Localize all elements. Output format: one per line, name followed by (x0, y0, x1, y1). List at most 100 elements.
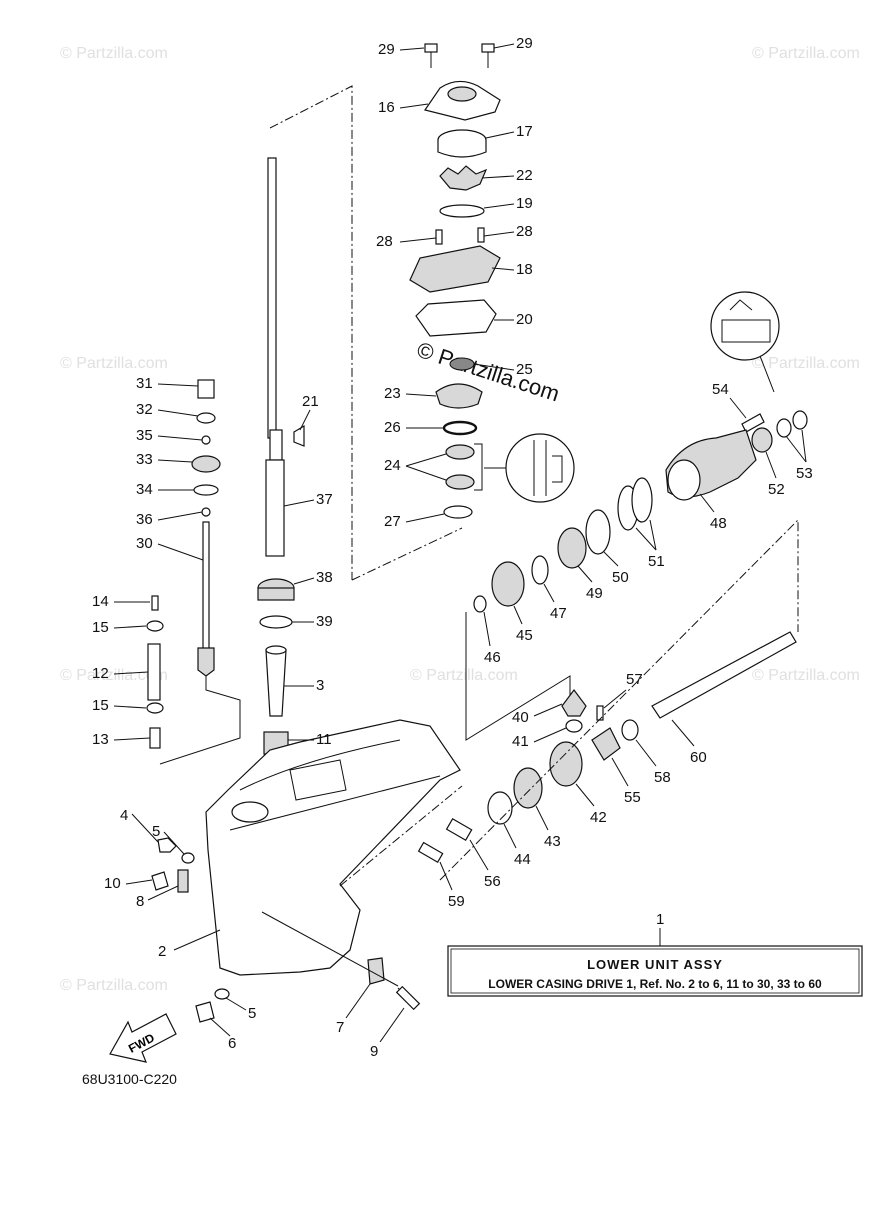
washer-36 (201, 507, 211, 517)
callout-58: 58 (654, 769, 671, 786)
drain-plug-6 (195, 1001, 215, 1023)
plate-8 (177, 869, 189, 893)
shim-44 (487, 791, 513, 825)
callout-36: 36 (136, 511, 153, 528)
callout-46: 46 (484, 649, 501, 666)
nut-15 (146, 702, 164, 714)
o-ring-19 (439, 204, 485, 218)
callout-1: 1 (656, 911, 664, 928)
callout-29: 29 (516, 35, 533, 52)
callout-8: 8 (136, 893, 144, 910)
callout-49: 49 (586, 585, 603, 602)
shift-rod-30 (202, 521, 210, 651)
callout-42: 42 (590, 809, 607, 826)
watermark: © Partzilla.com (60, 667, 168, 684)
oil-seal-24 (445, 444, 475, 460)
pin-57 (596, 705, 604, 721)
bolt-54 (741, 413, 765, 433)
pump-housing-boss (447, 86, 477, 102)
circlip-35 (201, 435, 211, 445)
callout-5: 5 (152, 823, 160, 840)
callout-7: 7 (336, 1019, 344, 1036)
needle-bearing-52 (751, 427, 773, 453)
watermark: © Partzilla.com (752, 667, 860, 684)
shift-cam (197, 647, 215, 677)
callout-53: 53 (796, 465, 813, 482)
callout-57: 57 (626, 671, 643, 688)
callout-22: 22 (516, 167, 533, 184)
bolt-10 (151, 871, 169, 891)
o-ring-51 (631, 477, 653, 523)
callout-20: 20 (516, 311, 533, 328)
dowel-pin (435, 229, 443, 245)
shim-46 (473, 595, 487, 613)
nut-41 (565, 719, 583, 733)
nut-32 (196, 412, 216, 424)
callout-43: 43 (544, 833, 561, 850)
callout-33: 33 (136, 451, 153, 468)
nut-15 (146, 620, 164, 632)
callout-55: 55 (624, 789, 641, 806)
center-watermark: © Partzilla.com (414, 337, 563, 407)
washer-5 (181, 852, 195, 864)
oil-seal-24 (445, 474, 475, 490)
ring-58 (621, 719, 639, 741)
callout-40: 40 (512, 709, 529, 726)
callout-12: 12 (92, 665, 109, 682)
callout-2: 2 (158, 943, 166, 960)
callout-50: 50 (612, 569, 629, 586)
callout-52: 52 (768, 481, 785, 498)
callout-14: 14 (92, 593, 109, 610)
callout-15: 15 (92, 619, 109, 636)
prop-shaft-group (339, 291, 808, 887)
watermark: © Partzilla.com (60, 977, 168, 994)
callout-39: 39 (316, 613, 333, 630)
bolt-29 (481, 43, 495, 53)
callout-28: 28 (376, 233, 393, 250)
shim-47 (531, 555, 549, 585)
impeller (439, 165, 488, 191)
assembly-subtitle: LOWER CASING DRIVE 1, Ref. No. 2 to 6, 1… (488, 977, 822, 991)
callout-16: 16 (378, 99, 395, 116)
assembly-info-box: 1 LOWER UNIT ASSY LOWER CASING DRIVE 1, … (447, 911, 863, 997)
callout-15: 15 (92, 697, 109, 714)
callout-30: 30 (136, 535, 153, 552)
callout-47: 47 (550, 605, 567, 622)
anode-7 (367, 957, 385, 985)
o-ring-34 (193, 484, 219, 496)
oil-seal-53 (792, 410, 808, 430)
lower-casing-group (151, 719, 461, 1023)
callout-23: 23 (384, 385, 401, 402)
callout-54: 54 (712, 381, 729, 398)
callout-9: 9 (370, 1043, 378, 1060)
callout-56: 56 (484, 873, 501, 890)
seal-detail-circle (505, 433, 575, 503)
callout-51: 51 (648, 553, 665, 570)
callout-3: 3 (316, 677, 324, 694)
callout-11: 11 (316, 731, 332, 748)
dowel-pin (477, 227, 485, 243)
callout-29: 29 (378, 41, 395, 58)
reverse-gear-45 (491, 561, 525, 607)
gasket (415, 299, 497, 337)
drive-shaft-lower (265, 459, 285, 557)
dog-clutch-55 (591, 727, 621, 761)
callout-21: 21 (302, 393, 319, 410)
bearing-38-body (257, 587, 295, 601)
bearing-detail-circle (710, 291, 780, 361)
oil-seal-housing (435, 383, 483, 409)
callout-26: 26 (384, 419, 401, 436)
callout-28: 28 (516, 223, 533, 240)
bushing-31 (197, 379, 215, 399)
callout-13: 13 (92, 731, 109, 748)
callout-5: 5 (248, 1005, 256, 1022)
grommet-12 (147, 643, 161, 701)
callout-37: 37 (316, 491, 333, 508)
o-ring-26 (442, 420, 478, 436)
lower-casing (205, 719, 461, 976)
seal-holder-33 (191, 455, 221, 473)
washer-5 (214, 988, 230, 1000)
callout-41: 41 (512, 733, 529, 750)
pump-insert-body (437, 140, 487, 158)
